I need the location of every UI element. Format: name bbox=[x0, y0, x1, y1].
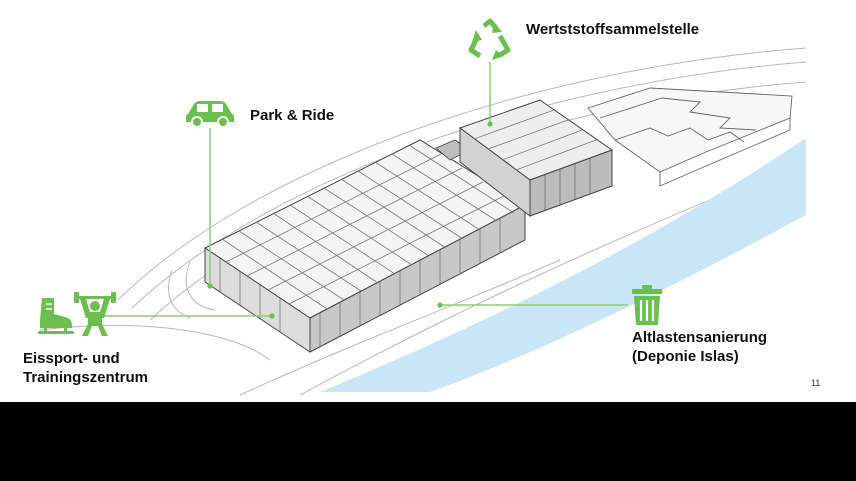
site-illustration bbox=[39, 47, 807, 396]
car-icon bbox=[186, 101, 234, 128]
leader-dots bbox=[207, 121, 493, 319]
landfill-label-line1: Altlastensanierung bbox=[632, 329, 768, 346]
landfill-terraces bbox=[587, 87, 793, 187]
recycling-hall bbox=[458, 99, 614, 218]
sport-label-line1: Eissport- und bbox=[23, 350, 120, 367]
ice-skate-icon bbox=[38, 298, 74, 334]
leader-lines bbox=[88, 62, 628, 317]
page-number: 11 bbox=[811, 378, 821, 388]
recycling-label: Wertststoffsammelstelle bbox=[526, 21, 700, 38]
recycle-icon bbox=[468, 18, 511, 60]
parking-deck bbox=[204, 139, 527, 353]
trash-can-icon bbox=[632, 285, 662, 325]
weightlifter-icon bbox=[74, 292, 116, 336]
landfill-label-line2: (Deponie Islas) bbox=[632, 348, 739, 365]
park-ride-label: Park & Ride bbox=[250, 107, 335, 124]
sport-label-line2: Trainingszentrum bbox=[23, 369, 149, 386]
slide: Wertststoffsammelstelle Park & Ride Eiss… bbox=[0, 0, 856, 402]
bottom-black-bar bbox=[0, 402, 856, 481]
river bbox=[320, 138, 806, 392]
